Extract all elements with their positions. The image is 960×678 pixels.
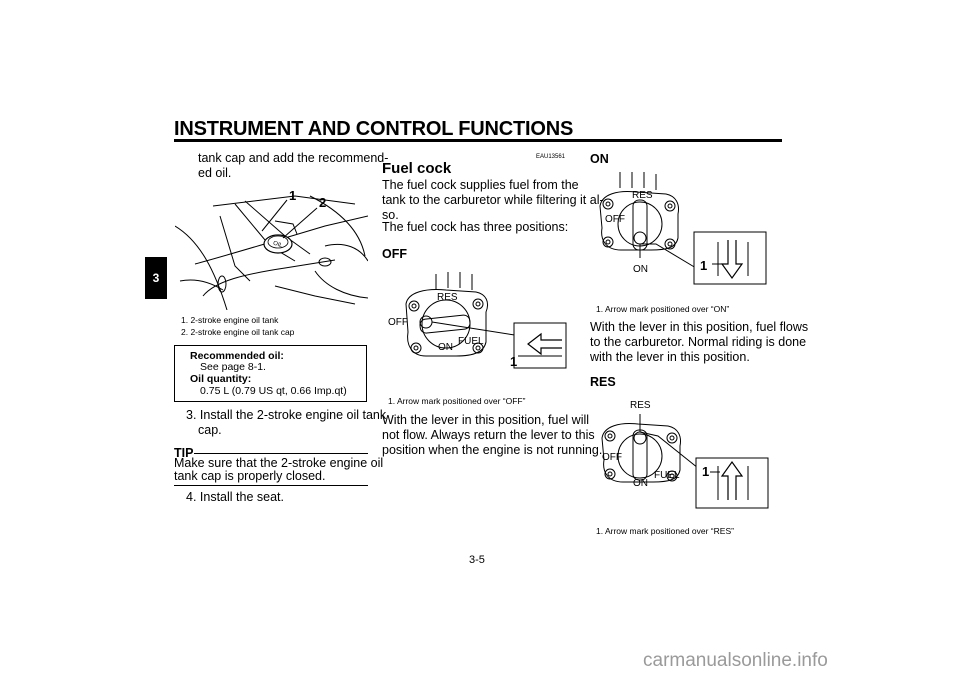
on-caption: 1. Arrow mark positioned over “ON”	[596, 304, 730, 314]
off-caption: 1. Arrow mark positioned over “OFF”	[388, 396, 526, 406]
oil-quantity-label: Oil quantity:	[190, 373, 252, 385]
on-fig-res: RES	[632, 190, 653, 201]
tip-rule-top	[194, 453, 368, 454]
section-code: EAU13561	[536, 154, 566, 160]
oil-tank-figure: OIL 1 2	[175, 188, 368, 310]
res-caption: 1. Arrow mark positioned over “RES”	[596, 526, 734, 536]
chapter-tab: 3	[145, 257, 167, 299]
recommended-oil-value: See page 8-1.	[200, 361, 266, 373]
on-para-line-3: with the lever in this position.	[590, 350, 750, 364]
tip-label: TIP	[174, 446, 194, 460]
fuel-cock-para-1-line-3: so.	[382, 208, 399, 222]
on-para-line-1: With the lever in this position, fuel fl…	[590, 320, 809, 334]
recommended-oil-label: Recommended oil:	[190, 350, 284, 362]
callout-1: 1	[289, 188, 296, 203]
off-fig-fuel: FUEL	[458, 336, 484, 347]
off-heading: OFF	[382, 247, 407, 261]
oil-cap-label: OIL	[272, 241, 284, 250]
off-fig-res: RES	[437, 292, 458, 303]
fuel-cock-para-2: The fuel cock has three positions:	[382, 220, 569, 234]
off-para-line-3: position when the engine is not running.	[382, 443, 603, 457]
recommended-oil-box: Recommended oil: See page 8-1. Oil quant…	[174, 345, 367, 402]
on-fig-on: ON	[633, 264, 648, 275]
oil-quantity-value: 0.75 L (0.79 US qt, 0.66 Imp.qt)	[200, 385, 347, 397]
res-fig-on: ON	[633, 478, 648, 489]
caption-oil-cap: 2. 2-stroke engine oil tank cap	[181, 327, 295, 337]
fuel-cock-para-1-line-1: The fuel cock supplies fuel from the	[382, 178, 579, 192]
page-number: 3-5	[469, 554, 485, 566]
intro-line-2: ed oil.	[198, 166, 232, 180]
res-fig-off: OFF	[602, 452, 622, 463]
res-fig-res: RES	[630, 400, 651, 411]
on-para-line-2: to the carburetor. Normal riding is done	[590, 335, 807, 349]
off-fig-callout: 1	[510, 354, 517, 369]
step-3-line-1: 3. Install the 2-stroke engine oil tank	[186, 408, 387, 422]
res-fig-fuel: FUEL	[654, 470, 680, 481]
header-rule	[174, 139, 782, 142]
fuel-cock-res-figure: RES OFF ON FUEL 1	[601, 400, 769, 509]
fuel-cock-para-1-line-2: tank to the carburetor while filtering i…	[382, 193, 604, 207]
watermark: carmanualsonline.info	[643, 650, 828, 671]
callout-2: 2	[319, 195, 326, 210]
page-title: INSTRUMENT AND CONTROL FUNCTIONS	[174, 118, 574, 140]
off-fig-off: OFF	[388, 317, 408, 328]
off-para-line-2: not flow. Always return the lever to thi…	[382, 428, 595, 442]
tip-line-2: tank cap is properly closed.	[174, 469, 326, 483]
step-4: 4. Install the seat.	[186, 490, 284, 504]
tip-rule-bottom	[174, 485, 368, 486]
section-title: Fuel cock	[382, 160, 452, 177]
caption-oil-tank: 1. 2-stroke engine oil tank	[181, 315, 279, 325]
fuel-cock-on-figure: RES OFF ON 1	[599, 172, 767, 285]
on-fig-callout: 1	[700, 258, 707, 273]
tip-line-1: Make sure that the 2-stroke engine oil	[174, 456, 384, 470]
intro-line-1: tank cap and add the recommend-	[198, 151, 389, 165]
on-heading: ON	[590, 152, 609, 166]
off-para-line-1: With the lever in this position, fuel wi…	[382, 413, 590, 427]
fuel-cock-off-figure: RES OFF ON FUEL 1	[388, 272, 567, 369]
off-fig-on: ON	[438, 342, 453, 353]
step-3-line-2: cap.	[198, 423, 222, 437]
res-fig-callout: 1	[702, 464, 709, 479]
on-fig-off: OFF	[605, 214, 625, 225]
res-heading: RES	[590, 375, 616, 389]
